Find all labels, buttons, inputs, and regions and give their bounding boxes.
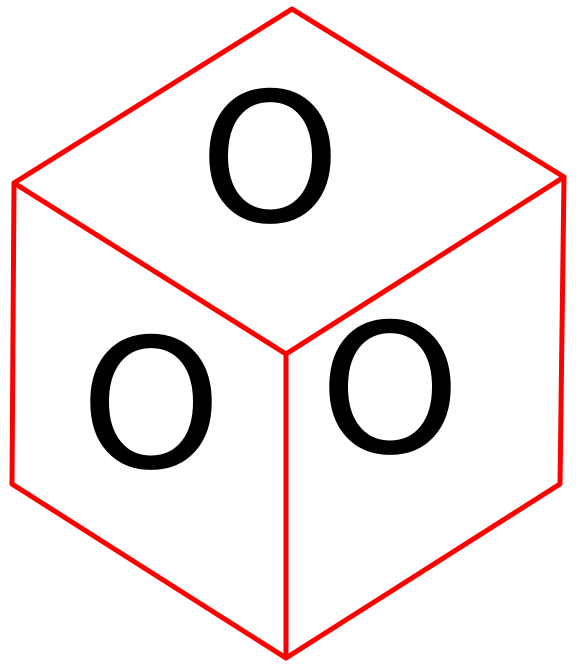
cube-edge-top-right xyxy=(283,174,567,357)
right-face-letter: O xyxy=(319,286,461,495)
cube-edge-top-left xyxy=(11,180,289,357)
top-face-letter: O xyxy=(199,55,341,264)
left-face-letter: O xyxy=(80,301,222,510)
